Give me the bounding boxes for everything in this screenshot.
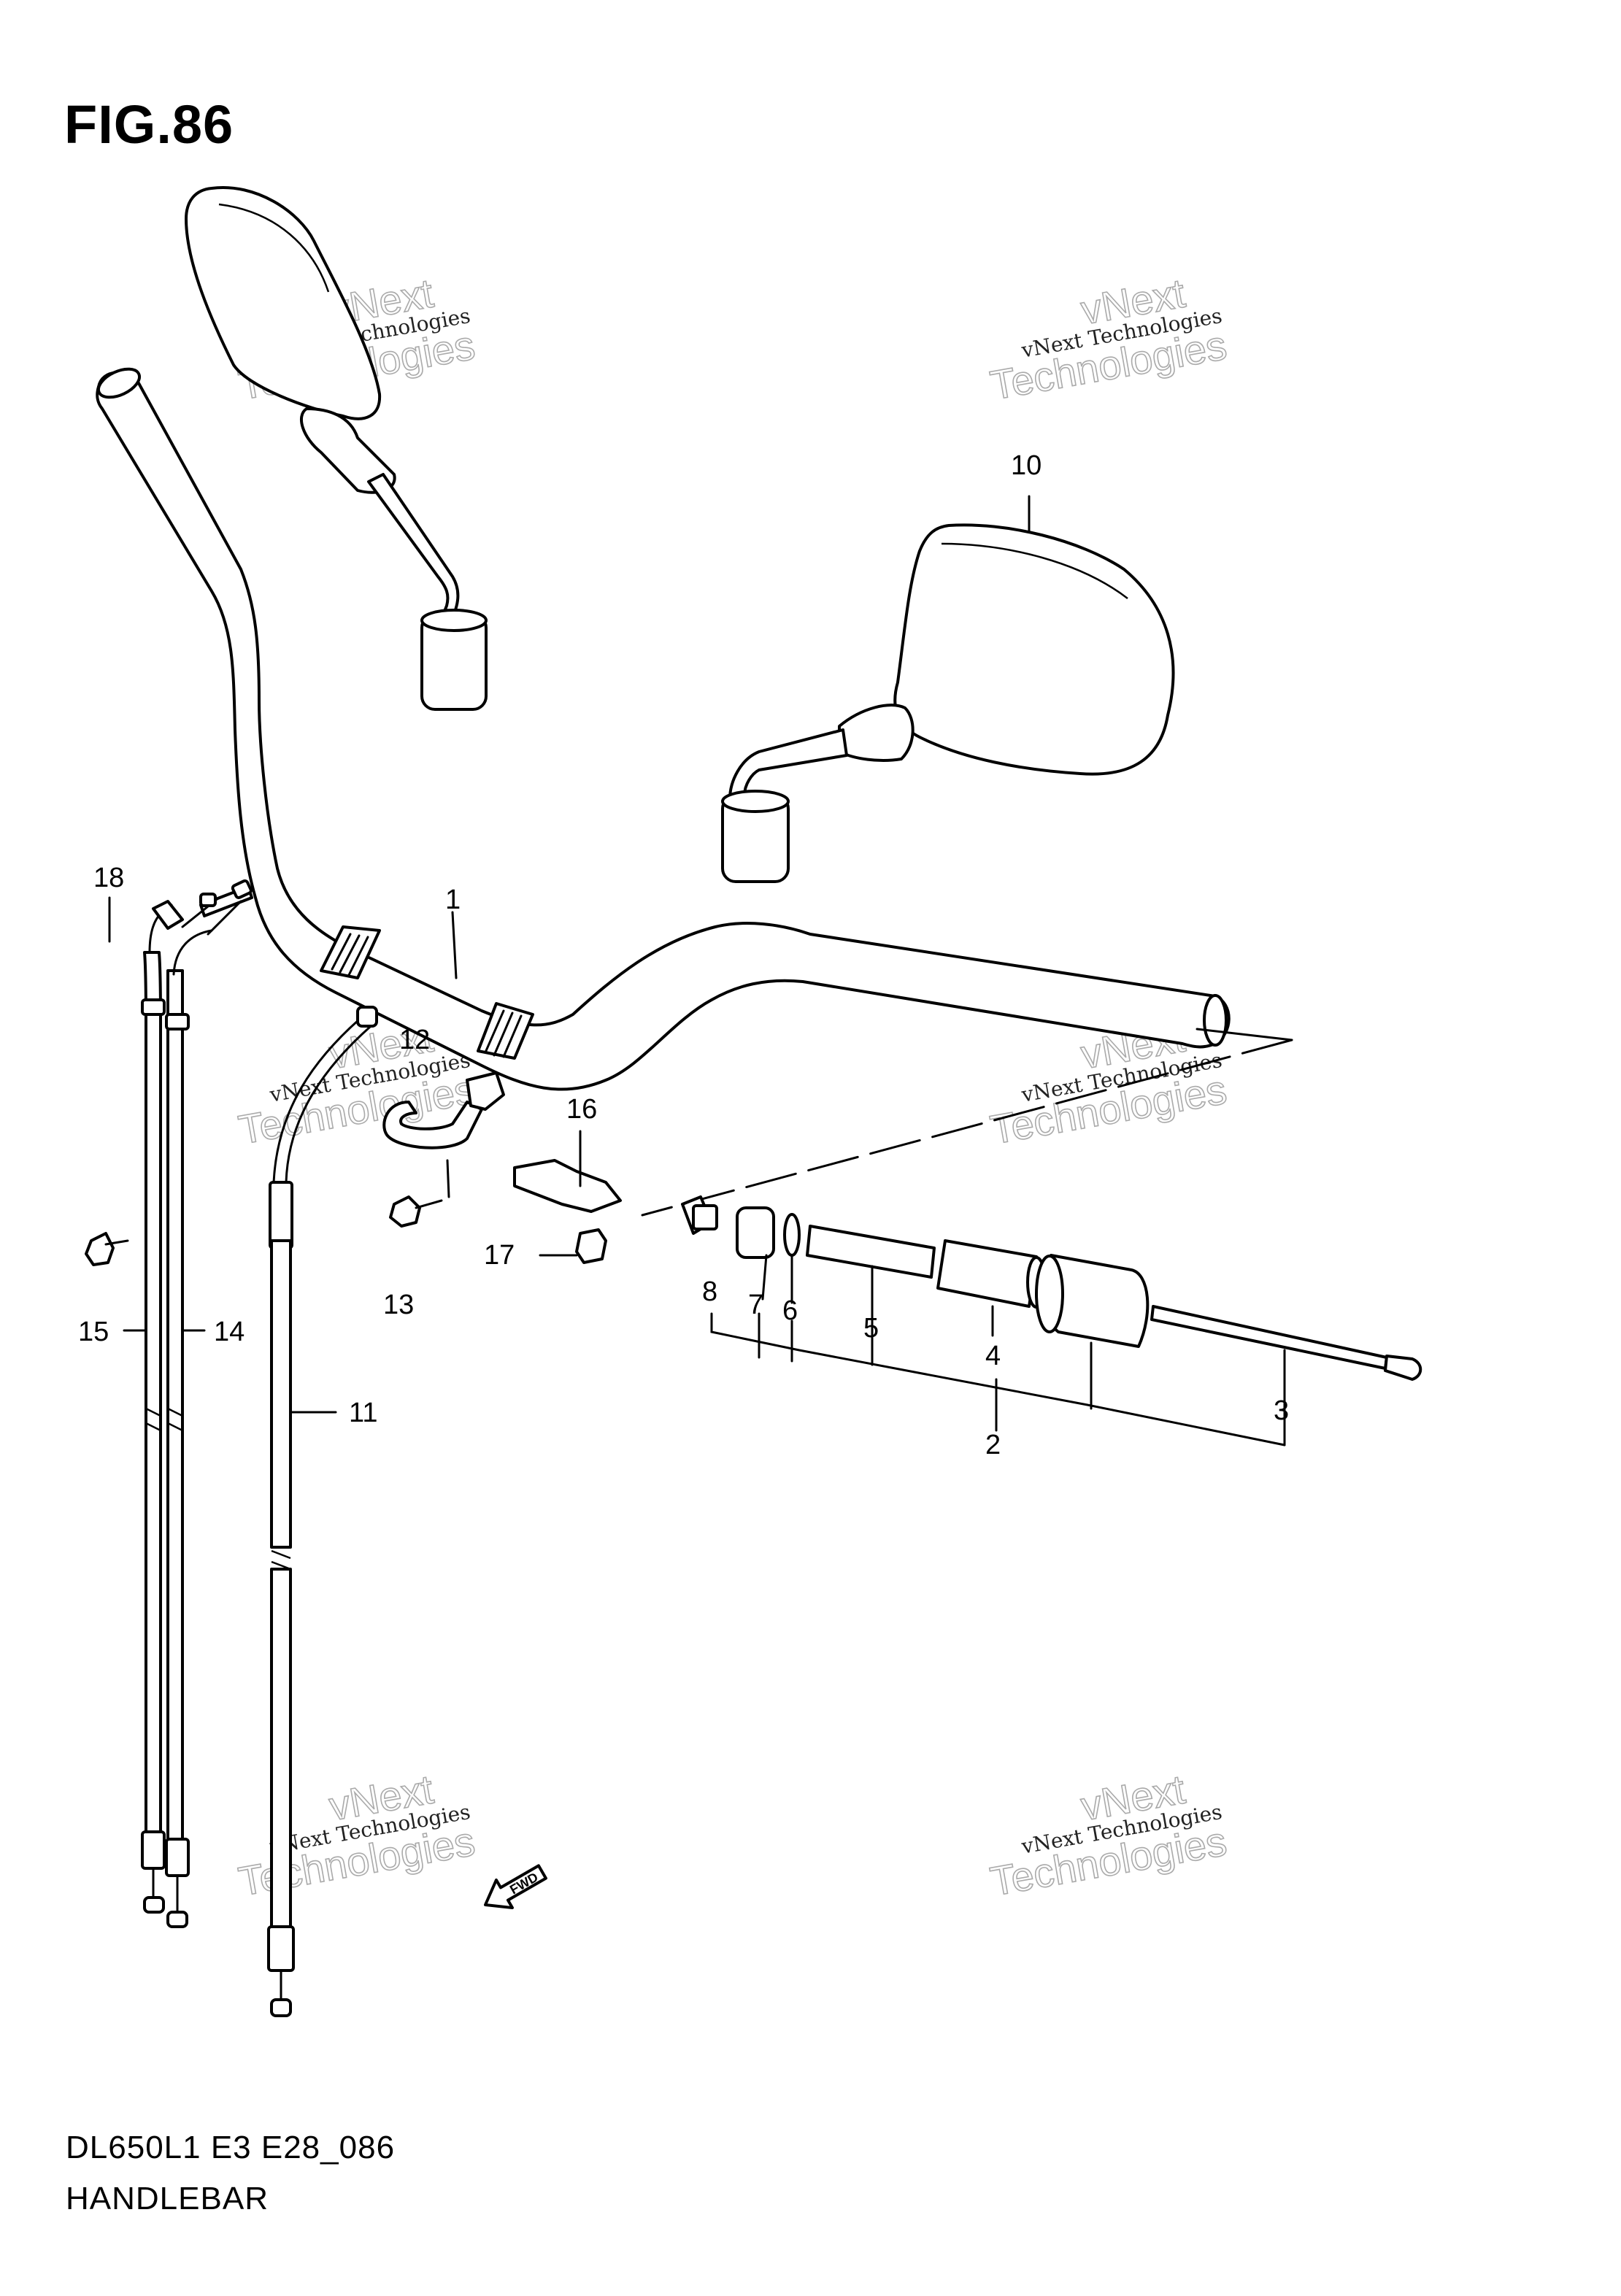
callout-11: 11 [349, 1398, 377, 1428]
callout-14: 14 [214, 1317, 245, 1347]
throttle-cables [141, 879, 253, 1928]
left-mirror [185, 186, 488, 711]
figure-name: HANDLEBAR [66, 2181, 269, 2216]
callout-13: 13 [383, 1290, 414, 1320]
callout-8: 8 [702, 1276, 717, 1307]
bracket-parts [85, 896, 622, 1266]
callout-10: 10 [1011, 450, 1041, 481]
callout-18: 18 [93, 863, 124, 893]
callout-15: 15 [78, 1317, 109, 1347]
clutch-cable [267, 1006, 378, 2017]
callout-2: 2 [985, 1430, 1001, 1460]
callout-6: 6 [782, 1295, 798, 1326]
model-code: DL650L1 E3 E28_086 [66, 2130, 396, 2165]
callout-17: 17 [484, 1240, 515, 1271]
callout-12: 12 [399, 1025, 430, 1055]
callout-1: 1 [445, 885, 461, 915]
callout-7: 7 [748, 1290, 763, 1320]
bar-end-assembly [681, 1195, 1422, 1381]
handlebar [96, 367, 1231, 1091]
figure-title: FIG.86 [64, 94, 234, 155]
watermark-2: vNext vNext Technologies Technologies [987, 269, 1231, 409]
callout-4: 4 [985, 1341, 1001, 1371]
callout-5: 5 [863, 1313, 879, 1344]
watermark-6: vNext vNext Technologies Technologies [987, 1765, 1231, 1906]
callout-16: 16 [566, 1094, 597, 1125]
clamp-parts [382, 1071, 505, 1228]
watermark-5: vNext vNext Technologies Technologies [235, 1765, 479, 1906]
fwd-arrow: FWD [484, 1864, 547, 1910]
callout-3: 3 [1274, 1395, 1289, 1426]
right-mirror [721, 523, 1175, 883]
